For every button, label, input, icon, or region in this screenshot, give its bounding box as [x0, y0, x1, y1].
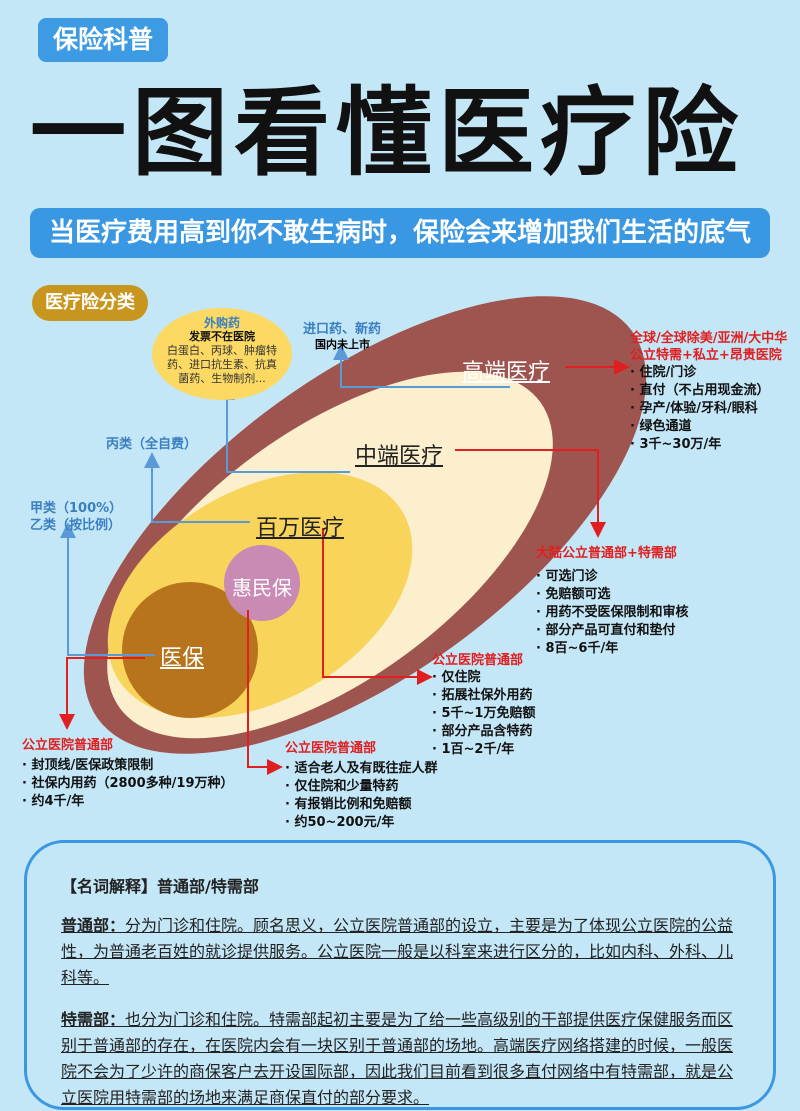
list-item: 孕产/体验/牙科/眼科: [630, 400, 787, 418]
external-drugs-bubble: 外购药 发票不在医院 白蛋白、丙球、肿瘤特药、进口抗生素、抗真菌药、生物制剂..…: [152, 308, 292, 400]
definition-special: 也分为门诊和住院。特需部起初主要是为了给一些高级别的干部提供医疗保健服务而区别于…: [61, 1010, 734, 1107]
list-item: 用药不受医保限制和审核: [536, 604, 688, 622]
list-item: 约50~200元/年: [285, 814, 437, 832]
list-item: 社保内用药（2800多种/19万种）: [22, 775, 233, 793]
class-c-drugs: 丙类（全自费）: [106, 437, 198, 452]
million-header: 公立医院普通部: [432, 653, 524, 668]
list-item: 拓展社保外用药: [432, 687, 535, 705]
insurance-tier-diagram: [59, 296, 647, 775]
external-drugs-text: 白蛋白、丙球、肿瘤特药、进口抗生素、抗真菌药、生物制剂...: [167, 344, 277, 385]
category-badge: 保险科普: [38, 18, 168, 62]
term-regular: 普通部：: [61, 916, 126, 935]
list-item: 免赔额可选: [536, 586, 688, 604]
class-a-drugs: 甲类（100%）: [30, 501, 123, 516]
definition-regular: 分为门诊和住院。顾名思义，公立医院普通部的设立，主要是为了体现公立医院的公益性，…: [61, 916, 734, 987]
mid-end-details: 大陆公立普通部+特需部 可选门诊免赔额可选用药不受医保限制和审核部分产品可直付和…: [536, 545, 688, 658]
label-million: 百万医疗: [256, 516, 345, 541]
external-drugs-subtitle: 发票不在医院: [189, 330, 255, 343]
list-item: 5千~1万免赔额: [432, 705, 535, 723]
blue-connectors: [60, 344, 510, 656]
label-huiminbao: 惠民保: [232, 576, 292, 600]
list-item: 1百~2千/年: [432, 741, 535, 759]
glossary-box: 【名词解释】普通部/特需部 普通部：分为门诊和住院。顾名思义，公立医院普通部的设…: [24, 840, 776, 1110]
yibao-circle: [122, 582, 258, 718]
list-item: 绿色通道: [630, 418, 787, 436]
list-item: 部分产品可直付和垫付: [536, 622, 688, 640]
million-details: 公立医院普通部 仅住院拓展社保外用药5千~1万免赔额部分产品含特药1百~2千/年: [432, 652, 535, 759]
list-item: 部分产品含特药: [432, 723, 535, 741]
list-item: 3千~30万/年: [630, 436, 787, 454]
high-end-hospitals: 公立特需+私立+昂贵医院: [630, 348, 782, 363]
list-item: 仅住院: [432, 669, 535, 687]
list-item: 仅住院和少量特药: [285, 778, 437, 796]
list-item: 住院/门诊: [630, 364, 787, 382]
huiminbao-header: 公立医院普通部: [285, 741, 377, 756]
glossary-special-dept: 特需部：也分为门诊和住院。特需部起初主要是为了给一些高级别的干部提供医疗保健服务…: [61, 1007, 739, 1111]
list-item: 约4千/年: [22, 793, 234, 811]
page-title: 一图看懂医疗险: [30, 77, 744, 189]
yibao-details: 公立医院普通部 封顶线/医保政策限制社保内用药（2800多种/19万种）约4千/…: [22, 737, 234, 811]
list-item: 可选门诊: [536, 568, 688, 586]
section-tag: 医疗险分类: [32, 285, 148, 321]
list-item: 直付（不占用现金流）: [630, 382, 787, 400]
glossary-regular-dept: 普通部：分为门诊和住院。顾名思义，公立医院普通部的设立，主要是为了体现公立医院的…: [61, 913, 739, 991]
label-high-end: 高端医疗: [462, 360, 551, 385]
subtitle-banner: 当医疗费用高到你不敢生病时，保险会来增加我们生活的底气: [30, 208, 770, 258]
list-item: 有报销比例和免赔额: [285, 796, 437, 814]
label-yibao: 医保: [160, 646, 205, 671]
list-item: 8百~6千/年: [536, 640, 688, 658]
imported-drugs-title: 进口药、新药: [303, 322, 382, 337]
huiminbao-details: 公立医院普通部 适合老人及有既往症人群仅住院和少量特药有报销比例和免赔额约50~…: [285, 740, 437, 832]
high-end-coverage: 全球/全球除美/亚洲/大中华: [630, 331, 788, 346]
label-mid-end: 中端医疗: [355, 444, 444, 469]
class-b-drugs: 乙类（按比例）: [30, 518, 122, 533]
external-drugs-title: 外购药: [203, 316, 240, 330]
imported-drugs-subtitle: 国内未上市: [315, 338, 370, 351]
mid-end-header: 大陆公立普通部+特需部: [536, 546, 677, 561]
high-end-details: 全球/全球除美/亚洲/大中华 公立特需+私立+昂贵医院 住院/门诊直付（不占用现…: [630, 330, 787, 454]
huiminbao-circle: [224, 545, 300, 621]
yibao-header: 公立医院普通部: [22, 738, 114, 753]
list-item: 适合老人及有既往症人群: [285, 760, 437, 778]
glossary-heading: 【名词解释】普通部/特需部: [61, 877, 259, 896]
red-connectors: [59, 359, 630, 775]
list-item: 封顶线/医保政策限制: [22, 757, 234, 775]
term-special: 特需部：: [61, 1010, 126, 1029]
